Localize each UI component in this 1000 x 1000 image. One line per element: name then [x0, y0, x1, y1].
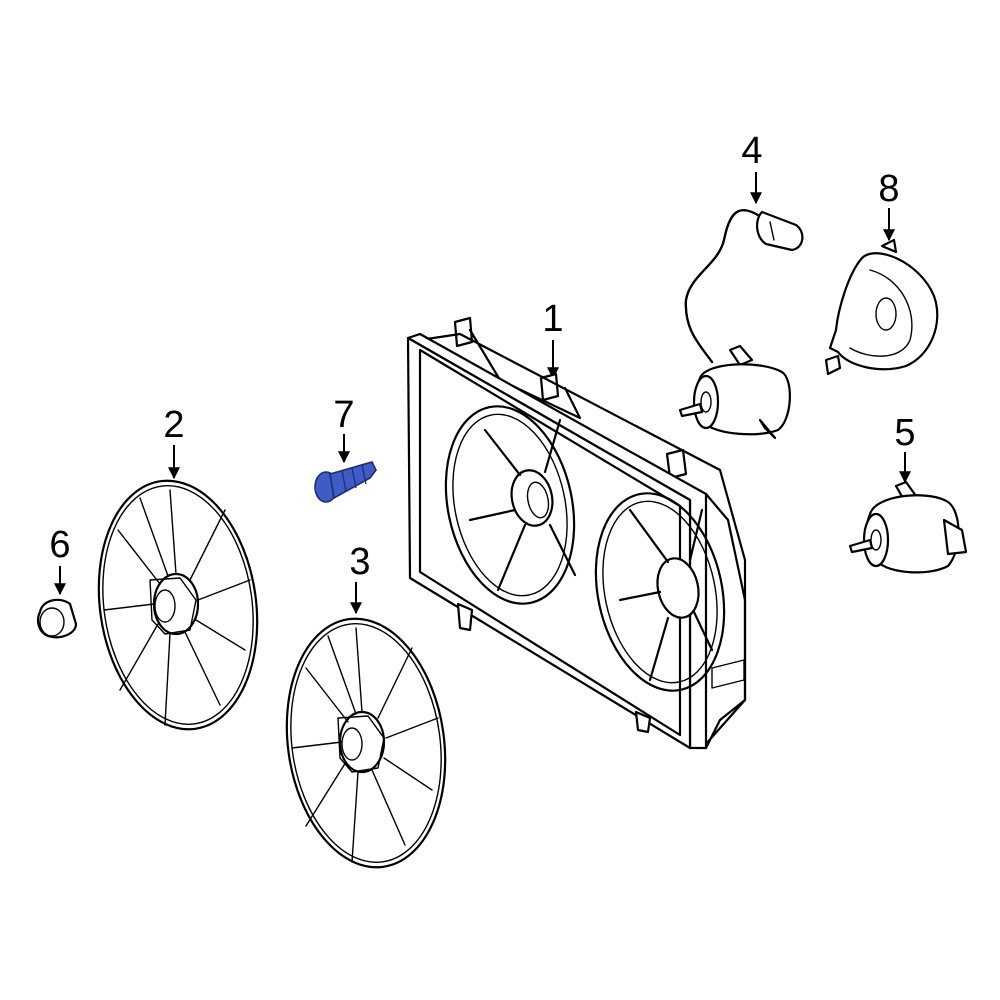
callout-2-label[interactable]: 2 — [163, 404, 185, 446]
fan-blade-part-2[interactable] — [83, 470, 272, 739]
callout-5-label[interactable]: 5 — [894, 412, 916, 454]
fan-shroud-part-1[interactable] — [406, 316, 747, 750]
callout-7-label[interactable]: 7 — [333, 394, 355, 436]
bracket-part-8[interactable] — [824, 238, 939, 376]
fan-motor-part-5[interactable] — [848, 480, 968, 574]
leader-arrows — [54, 172, 911, 615]
nut-cap-part-6[interactable] — [37, 598, 78, 639]
callout-3-label[interactable]: 3 — [349, 541, 371, 583]
screw-part-7[interactable] — [314, 461, 377, 503]
fan-motor-harness-part-4[interactable] — [678, 209, 804, 440]
callout-6-label[interactable]: 6 — [49, 524, 71, 566]
fan-blade-part-3[interactable] — [271, 608, 460, 877]
callout-1-label[interactable]: 1 — [542, 298, 564, 340]
callout-4-label[interactable]: 4 — [741, 130, 763, 172]
callout-8-label[interactable]: 8 — [878, 168, 900, 210]
